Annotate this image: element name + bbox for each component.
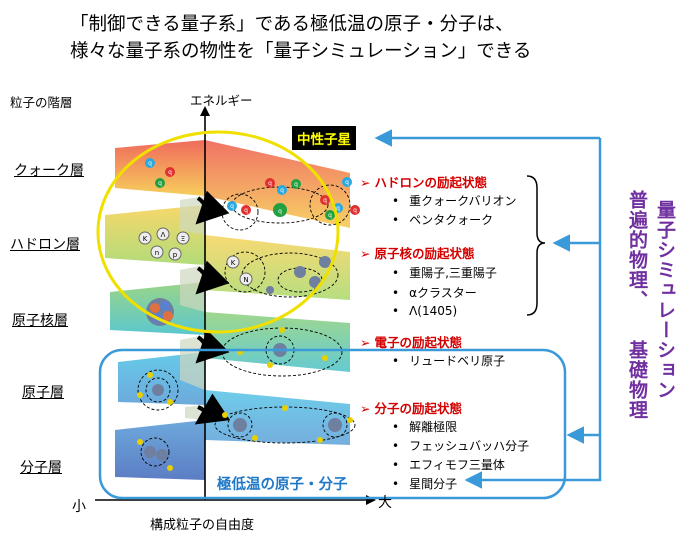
title-line-1: 「制御できる量子系」である極低温の原子・分子は、 — [70, 14, 514, 35]
electron-excited-heading: 電子の励起状態 — [360, 332, 462, 351]
electrons — [137, 327, 353, 471]
fundamental-physics-label: 基礎物理 — [626, 340, 648, 420]
band-atom-right — [205, 390, 350, 445]
quark-label: q — [278, 208, 282, 215]
hadron-labels: K Λ Ξ n p K N — [143, 231, 249, 284]
x-axis-min-label: 小 — [72, 499, 86, 515]
nucleon-label: N — [243, 276, 248, 284]
ultracold-region-box — [98, 348, 567, 500]
layer-label-molecule: 分子層 — [20, 460, 62, 476]
quark-label: q — [345, 179, 349, 186]
list-item: αクラスター — [392, 284, 477, 301]
hadron-label-n: n — [155, 249, 159, 257]
freedom-axis-arrowhead — [366, 495, 376, 505]
right-bands — [205, 140, 350, 445]
quark-particles — [145, 158, 360, 220]
quark-label: q — [148, 160, 152, 167]
hadron-label-p: p — [173, 251, 178, 259]
layer-label-nucleus: 原子核層 — [12, 313, 68, 329]
list-item: ペンタクォーク — [392, 211, 493, 228]
x-axis-label: 構成粒子の自由度 — [150, 518, 255, 533]
molecule-excited-heading: 分子の励起状態 — [360, 398, 462, 417]
hadron-excited-heading: ハドロンの励起状態 — [360, 172, 487, 191]
feedback-arrows — [374, 129, 602, 489]
curly-brace — [526, 175, 546, 316]
band-quark-left — [115, 140, 205, 196]
list-item: 重クォークバリオン — [392, 192, 516, 209]
layer-label-atom: 原子層 — [22, 385, 64, 401]
quark-label: q — [336, 205, 340, 212]
x-axis-max-label: 大 — [378, 495, 392, 511]
nucleus-excited-heading: 原子核の励起状態 — [360, 243, 474, 262]
hadron-label-k: K — [143, 235, 148, 243]
quark-label: q — [268, 180, 272, 187]
band-nucleus-right — [205, 312, 350, 372]
list-item: Λ(1405) — [392, 304, 457, 318]
energy-axis-arrowhead — [200, 106, 210, 116]
hadron-label-xi: Ξ — [181, 235, 185, 243]
quark-label: q — [294, 181, 298, 188]
hadron-label-lambda: Λ — [161, 231, 166, 239]
quark-label: q — [280, 187, 284, 194]
list-item: エフィモフ三量体 — [392, 456, 505, 473]
quantum-simulation-label: 量子シミュレーション — [654, 200, 676, 400]
y-axis-header: 粒子の階層 — [10, 95, 73, 110]
layer-label-quark: クォーク層 — [14, 163, 84, 179]
universal-physics-label: 普遍的物理、 — [626, 190, 648, 310]
list-item: 星間分子 — [392, 475, 457, 492]
quark-label: q — [168, 169, 172, 176]
quark-label: q — [230, 203, 234, 210]
quark-label: q — [158, 180, 162, 187]
dashed-orbits — [137, 184, 356, 467]
quark-label: q — [353, 207, 357, 214]
fold-arrows — [194, 190, 231, 425]
quark-label: q — [328, 212, 332, 219]
hadron-particles — [138, 227, 253, 286]
quark-label: q — [323, 197, 327, 204]
hadron-label-k-2: K — [231, 259, 236, 267]
x-axis-header: エネルギー — [190, 93, 253, 108]
list-item: 解離極限 — [392, 418, 457, 435]
list-item: フェッシュバッハ分子 — [392, 437, 529, 454]
band-hadron-right — [205, 235, 350, 300]
layer-label-hadron: ハドロン層 — [10, 237, 80, 253]
neutron-star-label: 中性子星 — [292, 126, 356, 150]
ultracold-label: 極低温の原子・分子 — [217, 477, 348, 493]
quark-label: q — [244, 207, 248, 214]
list-item: リュードベリ原子 — [392, 352, 505, 369]
yellow-highlight-ellipse — [96, 130, 340, 334]
list-item: 重陽子,三重陽子 — [392, 264, 497, 281]
title-line-2: 様々な量子系の物性を「量子シミュレーション」できる — [70, 41, 532, 62]
band-quark-right — [205, 140, 350, 228]
